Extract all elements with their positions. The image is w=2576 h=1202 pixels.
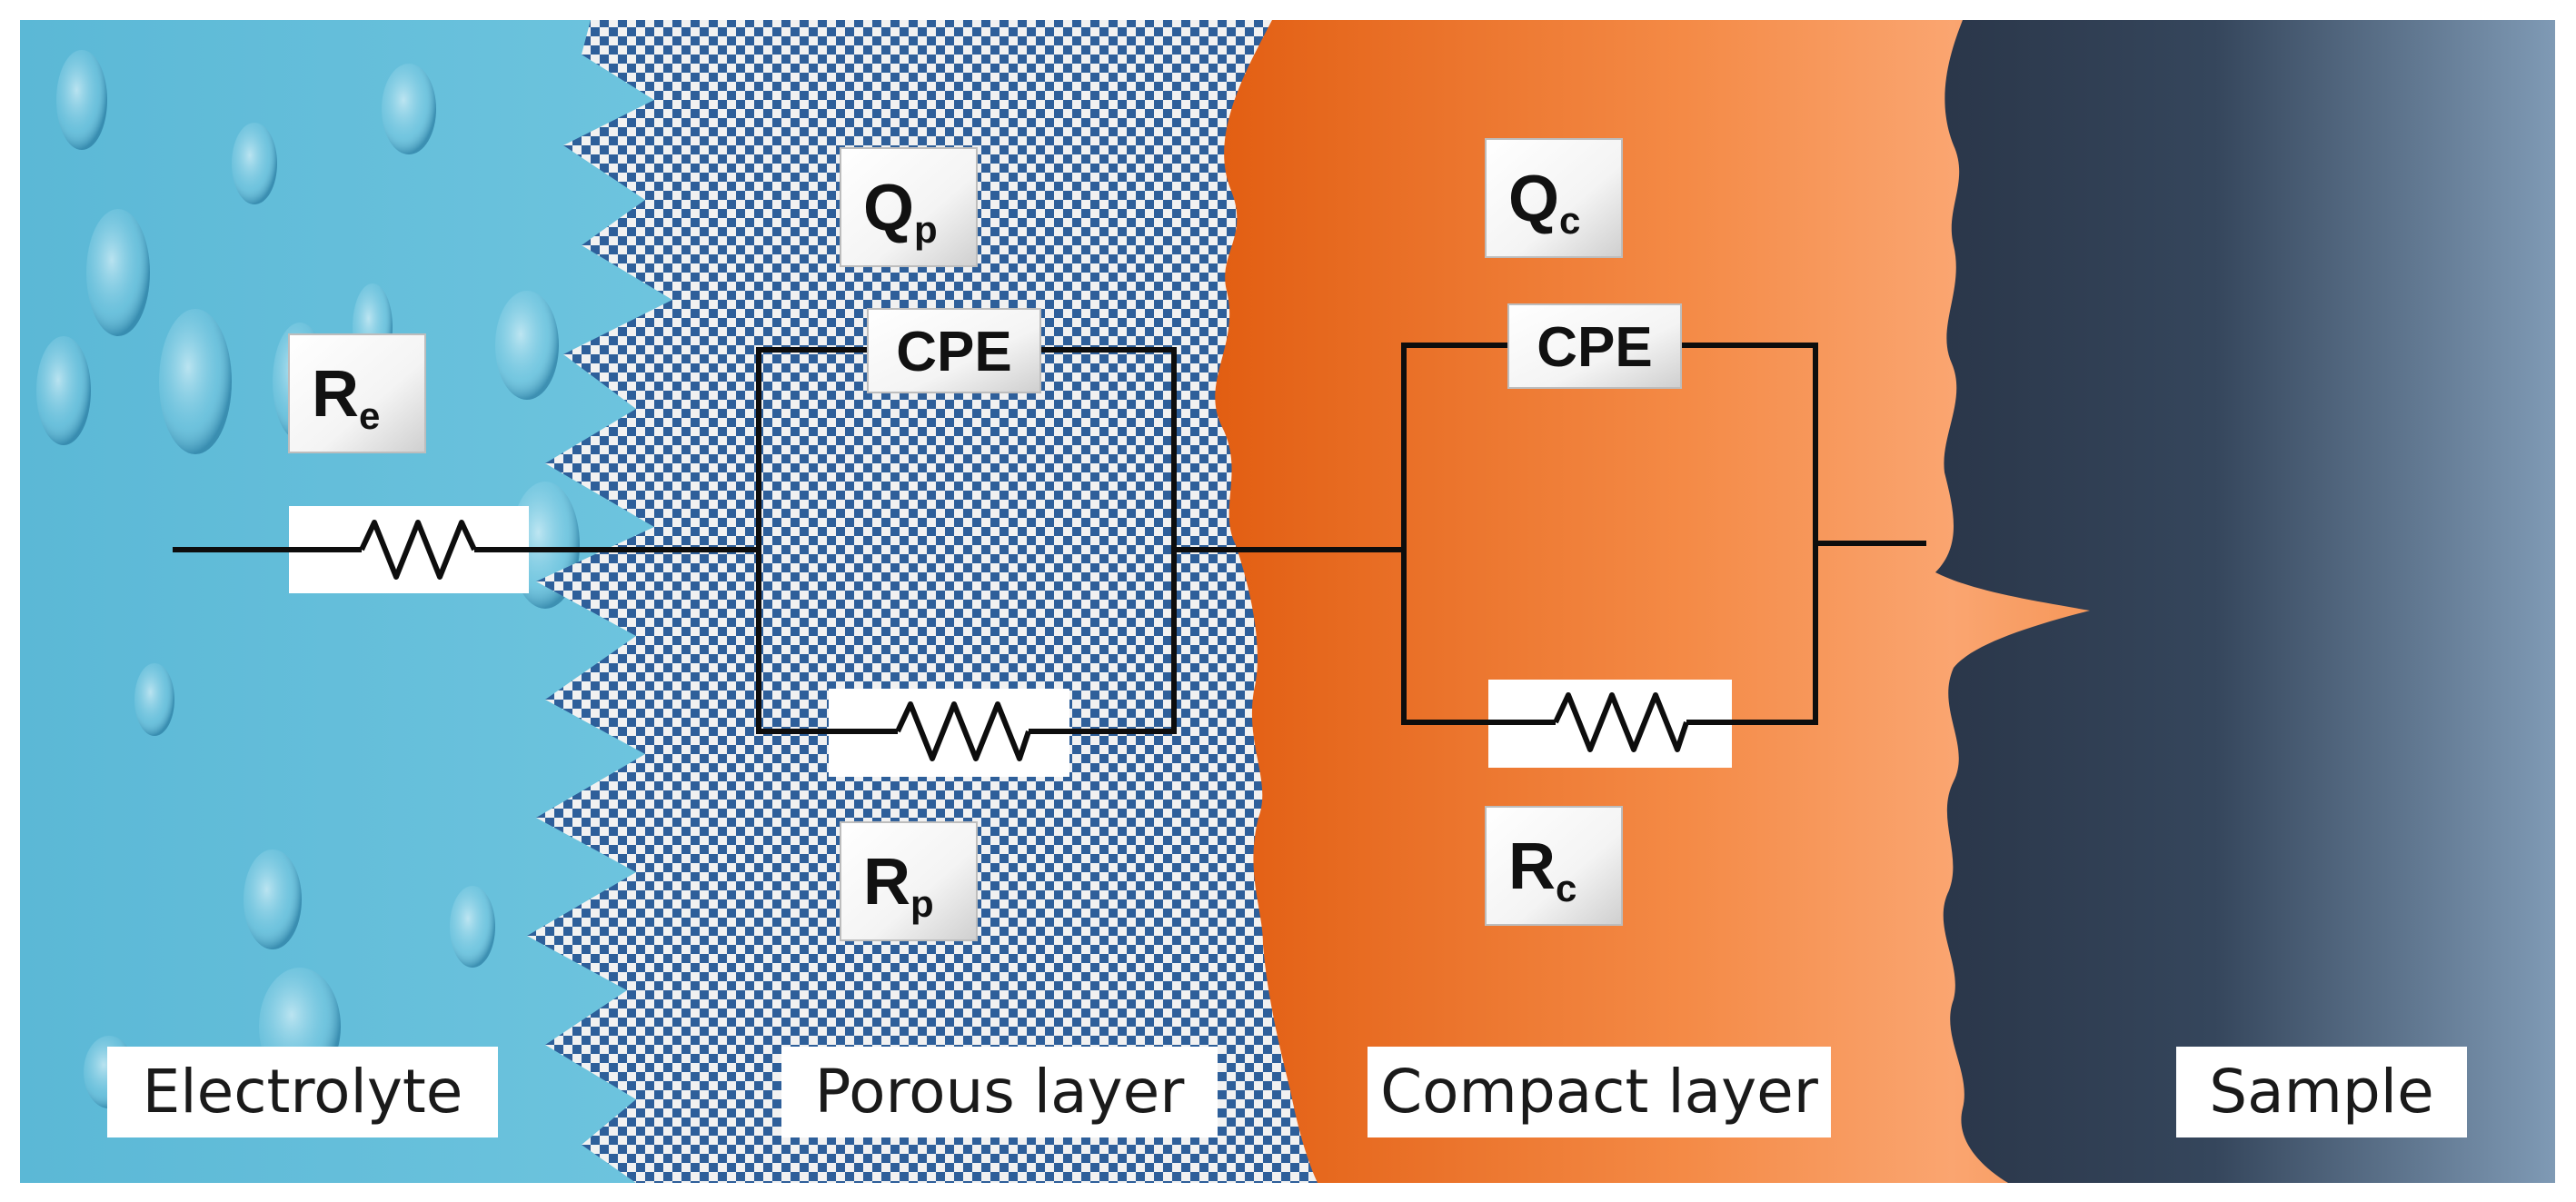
label-rp-sub: p xyxy=(910,882,934,925)
svg-text:Rp: Rp xyxy=(863,846,934,925)
sample-region xyxy=(1935,20,2555,1183)
cpe-compact-box: CPE xyxy=(1507,303,1682,389)
layer-label-compact: Compact layer xyxy=(1368,1047,1831,1137)
label-re: Re xyxy=(288,333,426,453)
resistor-rc xyxy=(1488,680,1732,768)
cpe-compact-label: CPE xyxy=(1537,316,1652,379)
label-rc-sub: c xyxy=(1556,867,1576,909)
label-rp: Rp xyxy=(840,821,978,941)
label-qp-sub: p xyxy=(914,208,938,251)
svg-text:Re: Re xyxy=(312,358,380,437)
svg-text:Qc: Qc xyxy=(1508,163,1580,242)
cpe-porous-label: CPE xyxy=(896,321,1011,383)
resistor-rp xyxy=(829,689,1069,777)
label-rp-main: R xyxy=(863,846,910,919)
layer-label-electrolyte: Electrolyte xyxy=(107,1047,498,1137)
electrolyte-text: Electrolyte xyxy=(143,1057,463,1127)
porous-text: Porous layer xyxy=(815,1057,1186,1127)
svg-text:Qp: Qp xyxy=(863,172,938,251)
label-rc-main: R xyxy=(1508,830,1556,903)
label-qp-main: Q xyxy=(863,172,914,244)
layer-label-sample: Sample xyxy=(2176,1047,2467,1137)
cpe-porous-box: CPE xyxy=(867,308,1041,393)
label-rc: Rc xyxy=(1485,806,1623,926)
layer-label-porous: Porous layer xyxy=(781,1047,1218,1137)
label-qp: Qp xyxy=(840,147,978,267)
label-qc-main: Q xyxy=(1508,163,1559,235)
label-re-main: R xyxy=(312,358,359,431)
label-re-sub: e xyxy=(359,394,380,437)
circuit-wires xyxy=(173,343,1926,734)
compact-text: Compact layer xyxy=(1380,1057,1819,1127)
label-qc-sub: c xyxy=(1559,199,1580,242)
sample-text: Sample xyxy=(2209,1057,2433,1127)
label-qc: Qc xyxy=(1485,138,1623,258)
resistor-re xyxy=(289,506,529,593)
svg-text:Rc: Rc xyxy=(1508,830,1576,909)
background-layers xyxy=(20,20,2555,1183)
